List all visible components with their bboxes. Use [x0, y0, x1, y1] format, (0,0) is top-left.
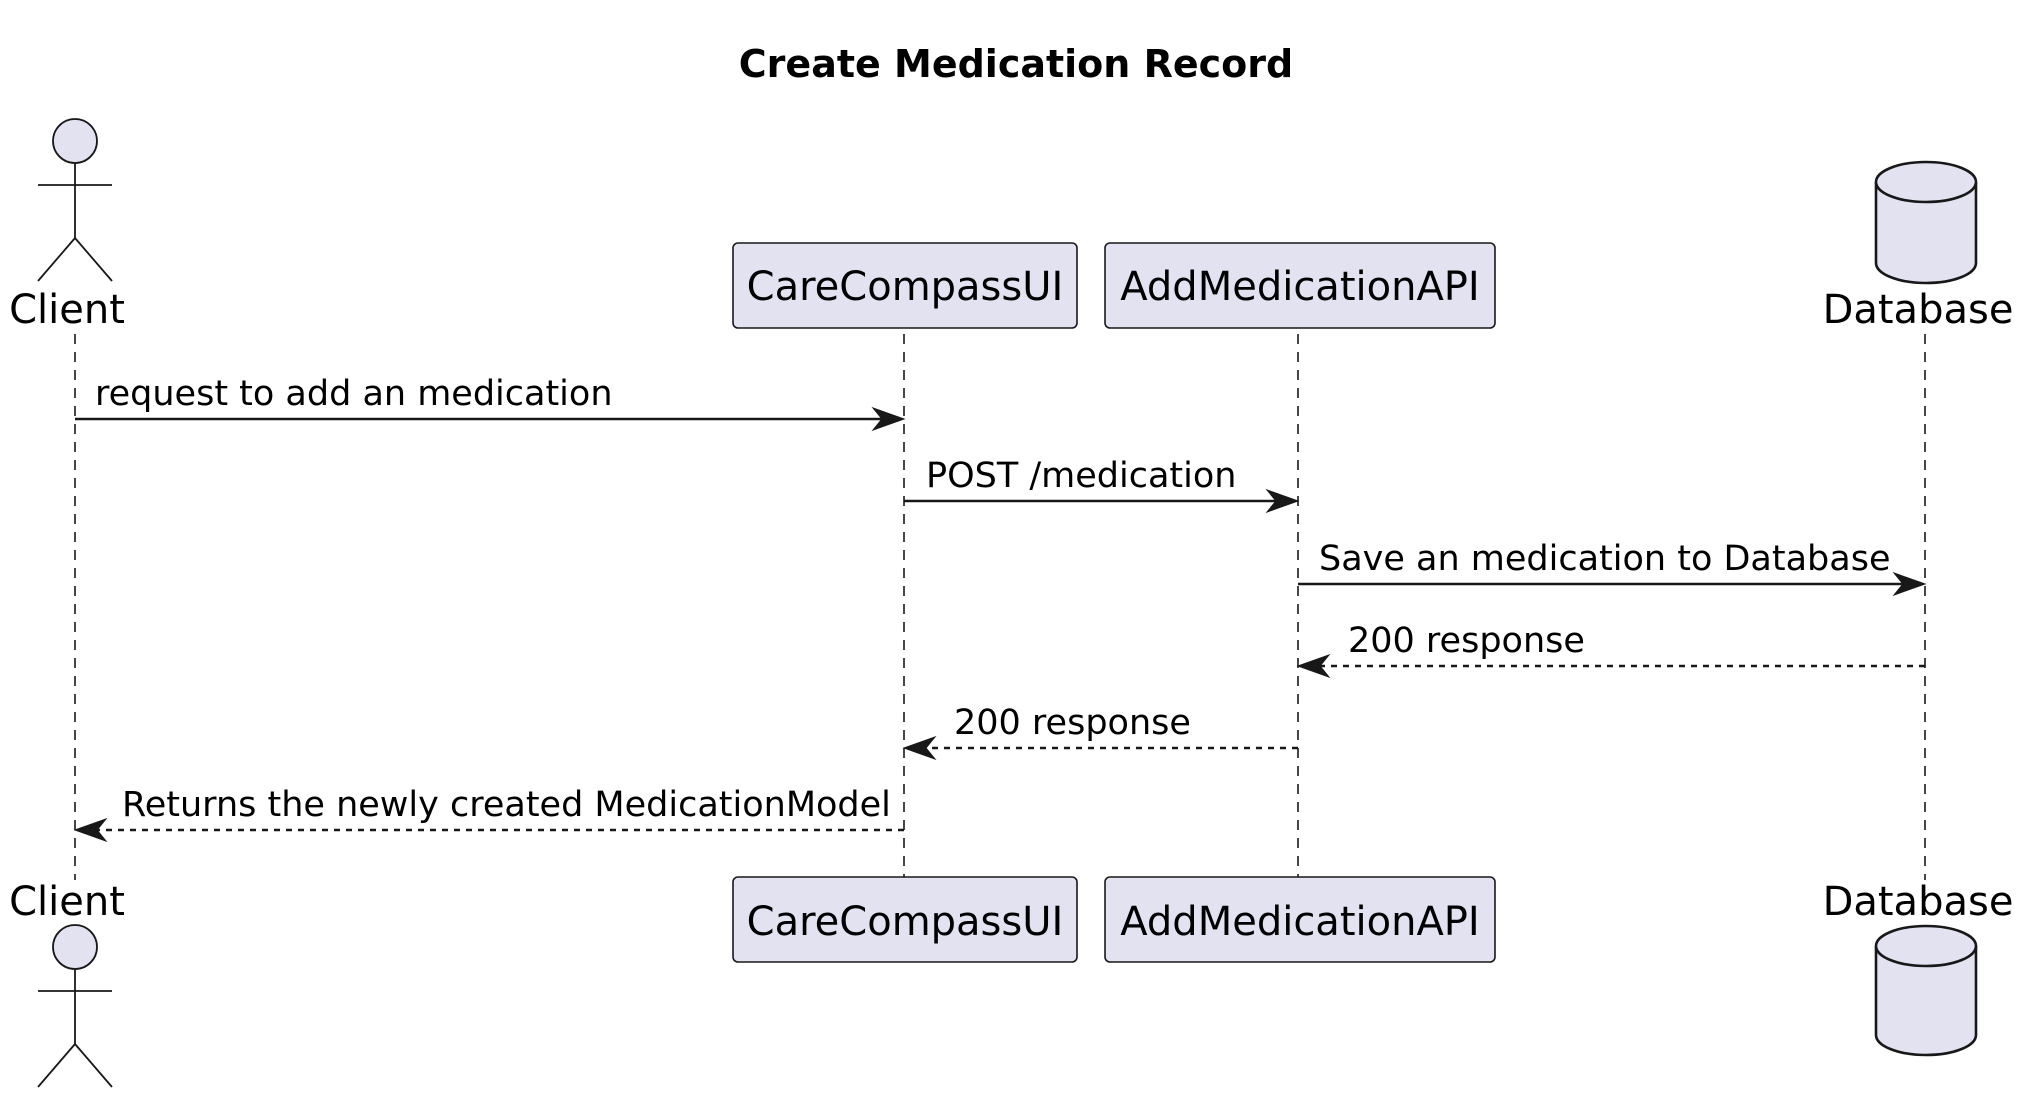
message-2: POST /medication [904, 456, 1300, 514]
arrowhead-left-icon [1296, 653, 1331, 679]
database-icon [1874, 924, 1978, 1057]
database-label-bottom: Database [1823, 879, 2014, 925]
message-3: Save an medication to Database [1298, 539, 1927, 597]
actor-icon [37, 118, 113, 282]
message-1-label: request to add an medication [95, 374, 613, 414]
actor-icon [37, 924, 113, 1088]
addmedicationapi-box-bottom: AddMedicationAPI [1104, 876, 1496, 963]
client-actor-bottom: Client [9, 879, 125, 1088]
addmedicationapi-box-top: AddMedicationAPI [1104, 242, 1496, 329]
diagram-title: Create Medication Record [739, 42, 1293, 86]
carecompassui-box-bottom: CareCompassUI [732, 876, 1078, 963]
message-5: 200 response [902, 703, 1298, 761]
database-bottom: Database [1823, 879, 2014, 1057]
message-6-label: Returns the newly created MedicationMode… [122, 785, 891, 825]
addmedicationapi-label-bottom: AddMedicationAPI [1120, 899, 1479, 945]
client-label-top: Client [9, 287, 125, 333]
message-2-label: POST /medication [926, 456, 1236, 496]
addmedicationapi-label-top: AddMedicationAPI [1120, 264, 1479, 310]
client-actor-top: Client [9, 118, 125, 333]
message-4: 200 response [1296, 621, 1925, 679]
message-3-label: Save an medication to Database [1319, 539, 1890, 579]
message-5-label: 200 response [954, 703, 1191, 743]
carecompassui-label-bottom: CareCompassUI [747, 899, 1064, 945]
carecompassui-box-top: CareCompassUI [732, 242, 1078, 329]
database-icon [1874, 160, 1978, 285]
message-4-label: 200 response [1348, 621, 1585, 661]
message-1: request to add an medication [75, 374, 906, 432]
arrowhead-right-icon [1892, 571, 1927, 597]
database-top: Database [1823, 160, 2014, 333]
arrowhead-left-icon [73, 817, 108, 843]
arrowhead-right-icon [871, 406, 906, 432]
carecompassui-label-top: CareCompassUI [747, 264, 1064, 310]
message-6: Returns the newly created MedicationMode… [73, 785, 904, 843]
arrowhead-left-icon [902, 735, 937, 761]
database-label-top: Database [1823, 287, 2014, 333]
client-label-bottom: Client [9, 879, 125, 925]
arrowhead-right-icon [1265, 488, 1300, 514]
